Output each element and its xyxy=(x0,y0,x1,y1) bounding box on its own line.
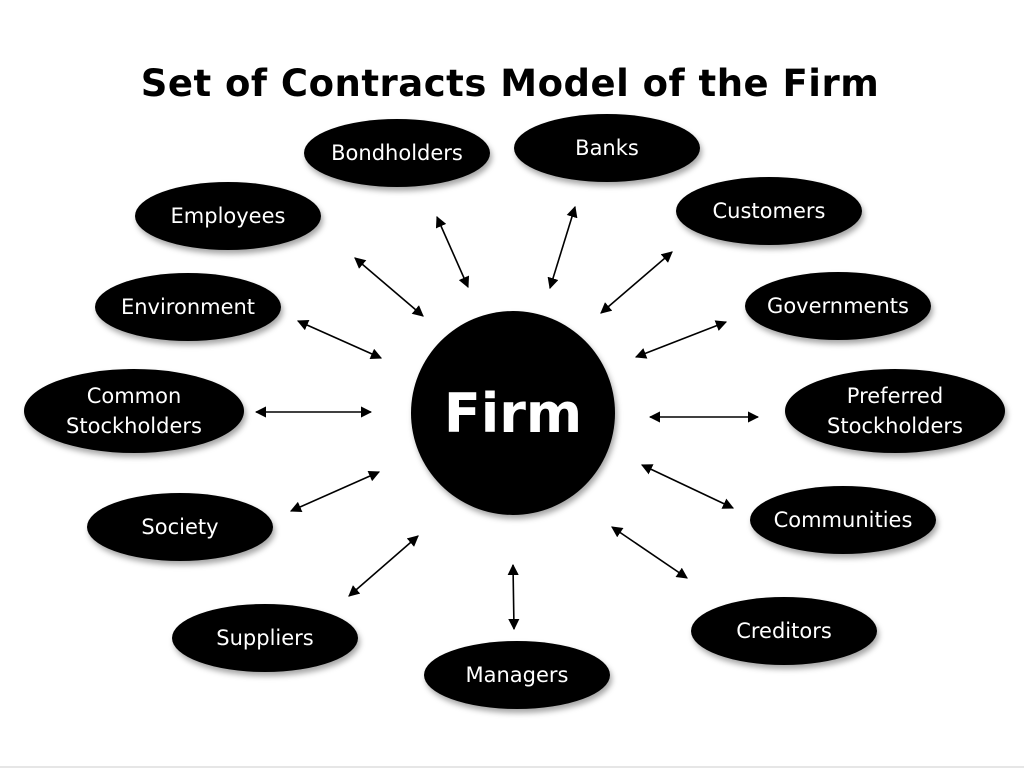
node-suppliers: Suppliers xyxy=(172,604,358,672)
node-communities: Communities xyxy=(750,486,936,554)
node-label-preferred-stockholders-2: Stockholders xyxy=(827,414,963,438)
node-label-customers-1: Customers xyxy=(713,199,826,223)
node-label-common-stockholders-1: Common xyxy=(87,384,182,408)
node-label-banks-1: Banks xyxy=(575,136,639,160)
arrow-society xyxy=(289,470,381,513)
arrow-layer xyxy=(254,205,760,631)
node-ellipse-bondholders xyxy=(304,119,490,187)
node-label-governments-1: Governments xyxy=(767,294,909,318)
node-label-bondholders-1: Bondholders xyxy=(331,141,463,165)
node-ellipse-communities xyxy=(750,486,936,554)
node-ellipse-common-stockholders xyxy=(24,369,244,453)
arrow-customers xyxy=(600,251,673,314)
arrow-managers xyxy=(507,563,520,631)
node-ellipse-banks xyxy=(514,114,700,182)
node-ellipse-customers xyxy=(676,177,862,245)
node-governments: Governments xyxy=(745,272,931,340)
node-ellipse-creditors xyxy=(691,597,877,665)
firm-node: Firm xyxy=(411,311,615,515)
node-ellipse-preferred-stockholders xyxy=(785,369,1005,453)
node-ellipse-governments xyxy=(745,272,931,340)
arrow-employees xyxy=(354,257,424,317)
node-label-creditors-1: Creditors xyxy=(736,619,832,643)
node-label-managers-1: Managers xyxy=(466,663,569,687)
arrow-creditors xyxy=(611,526,688,579)
node-employees: Employees xyxy=(135,182,321,250)
arrow-banks xyxy=(547,205,578,290)
node-label-common-stockholders-2: Stockholders xyxy=(66,414,202,438)
node-ellipse-employees xyxy=(135,182,321,250)
node-label-suppliers-1: Suppliers xyxy=(216,626,313,650)
node-ellipse-environment xyxy=(95,273,281,341)
node-customers: Customers xyxy=(676,177,862,245)
node-ellipse-society xyxy=(87,493,273,561)
slide-title: Set of Contracts Model of the Firm xyxy=(140,62,880,105)
arrow-bondholders xyxy=(435,215,470,289)
arrow-suppliers xyxy=(348,535,419,597)
arrow-governments xyxy=(634,320,728,359)
node-label-communities-1: Communities xyxy=(774,508,913,532)
node-bondholders: Bondholders xyxy=(304,119,490,187)
firm-circle xyxy=(411,311,615,515)
node-environment: Environment xyxy=(95,273,281,341)
node-ellipse-managers xyxy=(424,641,610,709)
node-managers: Managers xyxy=(424,641,610,709)
node-label-preferred-stockholders-1: Preferred xyxy=(847,384,943,408)
node-banks: Banks xyxy=(514,114,700,182)
node-label-environment-1: Environment xyxy=(121,295,255,319)
arrow-environment xyxy=(296,319,383,360)
firm-label: Firm xyxy=(444,382,582,445)
slide-bottom-rule xyxy=(0,766,1024,768)
arrow-communities xyxy=(640,464,735,509)
node-society: Society xyxy=(87,493,273,561)
node-creditors: Creditors xyxy=(691,597,877,665)
node-label-society-1: Society xyxy=(141,515,218,539)
node-label-employees-1: Employees xyxy=(171,204,286,228)
node-ellipse-suppliers xyxy=(172,604,358,672)
